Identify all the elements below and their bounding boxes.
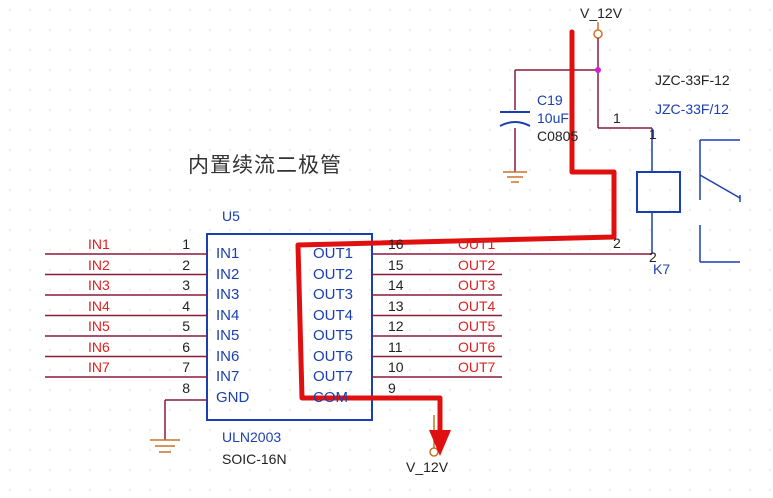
- capacitor-package: C0805: [537, 128, 579, 144]
- ic-left-pin-name: IN6: [216, 347, 240, 365]
- current-path-annotation: [295, 29, 617, 456]
- junction-dot: [595, 67, 601, 73]
- ic-left-pin-name: IN1: [216, 245, 240, 262]
- ic-left-pin-name: IN3: [216, 286, 240, 303]
- relay-pin1-right-number: 1: [649, 126, 657, 142]
- relay-pin1-number: 1: [613, 110, 621, 126]
- capacitor-value: 10uF: [537, 110, 569, 126]
- ic-left-pin-number: 4: [182, 297, 190, 314]
- output-net-label: OUT5: [458, 318, 496, 334]
- ic-right-pin-number: 10: [388, 359, 404, 375]
- power-label-top: V_12V: [580, 5, 623, 21]
- output-net-label: OUT3: [458, 277, 496, 293]
- ic-package: SOIC-16N: [222, 451, 287, 467]
- ic-pin-wires: [45, 253, 502, 378]
- power-rail-wires: [514, 69, 652, 172]
- output-net-label: OUT7: [458, 359, 496, 375]
- input-net-label: IN1: [88, 236, 110, 252]
- ic-right-pin-number: 12: [388, 318, 404, 334]
- ic-body: [206, 233, 373, 421]
- input-net-label: IN5: [88, 318, 110, 334]
- ic-left-pin-number: 1: [182, 236, 190, 252]
- ic-right-pin-number: 13: [388, 297, 404, 314]
- input-net-label: IN3: [88, 277, 110, 293]
- input-net-label: IN7: [88, 359, 110, 375]
- ic-right-pin-name: OUT6: [313, 347, 354, 365]
- ic-left-pin-number: 5: [182, 318, 190, 334]
- ic-right-pin-name: COM: [313, 388, 348, 406]
- diode-annotation-note: 内置续流二极管: [188, 153, 342, 177]
- relay-part-line2: JZC-33F/12: [655, 102, 729, 116]
- capacitor-symbol: [499, 111, 531, 127]
- ic-left-pin-number: 8: [182, 379, 190, 396]
- ic-left-pin-name: IN4: [216, 306, 240, 324]
- power-symbol-top: [593, 22, 603, 70]
- ic-right-pin-name: OUT3: [313, 286, 354, 303]
- ic-ref: U5: [222, 208, 240, 224]
- ic-right-pin-number: 14: [388, 277, 404, 293]
- ic-right-pin-name: OUT1: [313, 245, 354, 262]
- output-net-label: OUT6: [458, 338, 496, 355]
- relay-ref: K7: [653, 261, 671, 277]
- ic-left-pin-name: IN7: [216, 368, 240, 385]
- ic-left-pin-number: 6: [182, 338, 190, 355]
- ic-right-pin-number: 9: [388, 379, 396, 396]
- ic-right-pin-name: OUT5: [313, 327, 354, 344]
- output-net-label: OUT1: [458, 236, 496, 252]
- ic-right-pin-number: 15: [388, 256, 404, 273]
- input-net-label: IN4: [88, 297, 110, 314]
- output-net-label: OUT2: [458, 256, 496, 273]
- power-label-bottom: V_12V: [406, 459, 449, 475]
- capacitor-ref: C19: [537, 92, 563, 108]
- ic-left-pin-number: 3: [182, 277, 190, 293]
- ic-left-pin-number: 7: [182, 359, 190, 375]
- ic-left-pin-name: IN5: [216, 327, 240, 344]
- relay-symbol: [636, 128, 741, 263]
- output-net-label: OUT4: [458, 297, 496, 314]
- ic-left-pin-name: GND: [216, 388, 250, 406]
- ic-right-pin-number: 16: [388, 236, 404, 252]
- ic-part: ULN2003: [222, 429, 282, 445]
- input-net-label: IN2: [88, 256, 110, 273]
- relay-pin2-right-number: 2: [649, 249, 657, 265]
- capacitor-ground-symbol: [503, 171, 527, 183]
- ic-left-pin-name: IN2: [216, 265, 240, 283]
- relay-part-line1: JZC-33F-12: [655, 73, 730, 87]
- ic-right-pin-name: OUT4: [313, 306, 354, 324]
- ic-right-pin-number: 11: [388, 338, 403, 355]
- ic-left-pin-number: 2: [182, 256, 190, 273]
- ic-right-pin-name: OUT7: [313, 368, 354, 385]
- ic-ground-symbol: [150, 399, 207, 453]
- ic-right-pin-name: OUT2: [313, 265, 354, 283]
- relay-pin2-number: 2: [613, 235, 621, 251]
- input-net-label: IN6: [88, 338, 110, 355]
